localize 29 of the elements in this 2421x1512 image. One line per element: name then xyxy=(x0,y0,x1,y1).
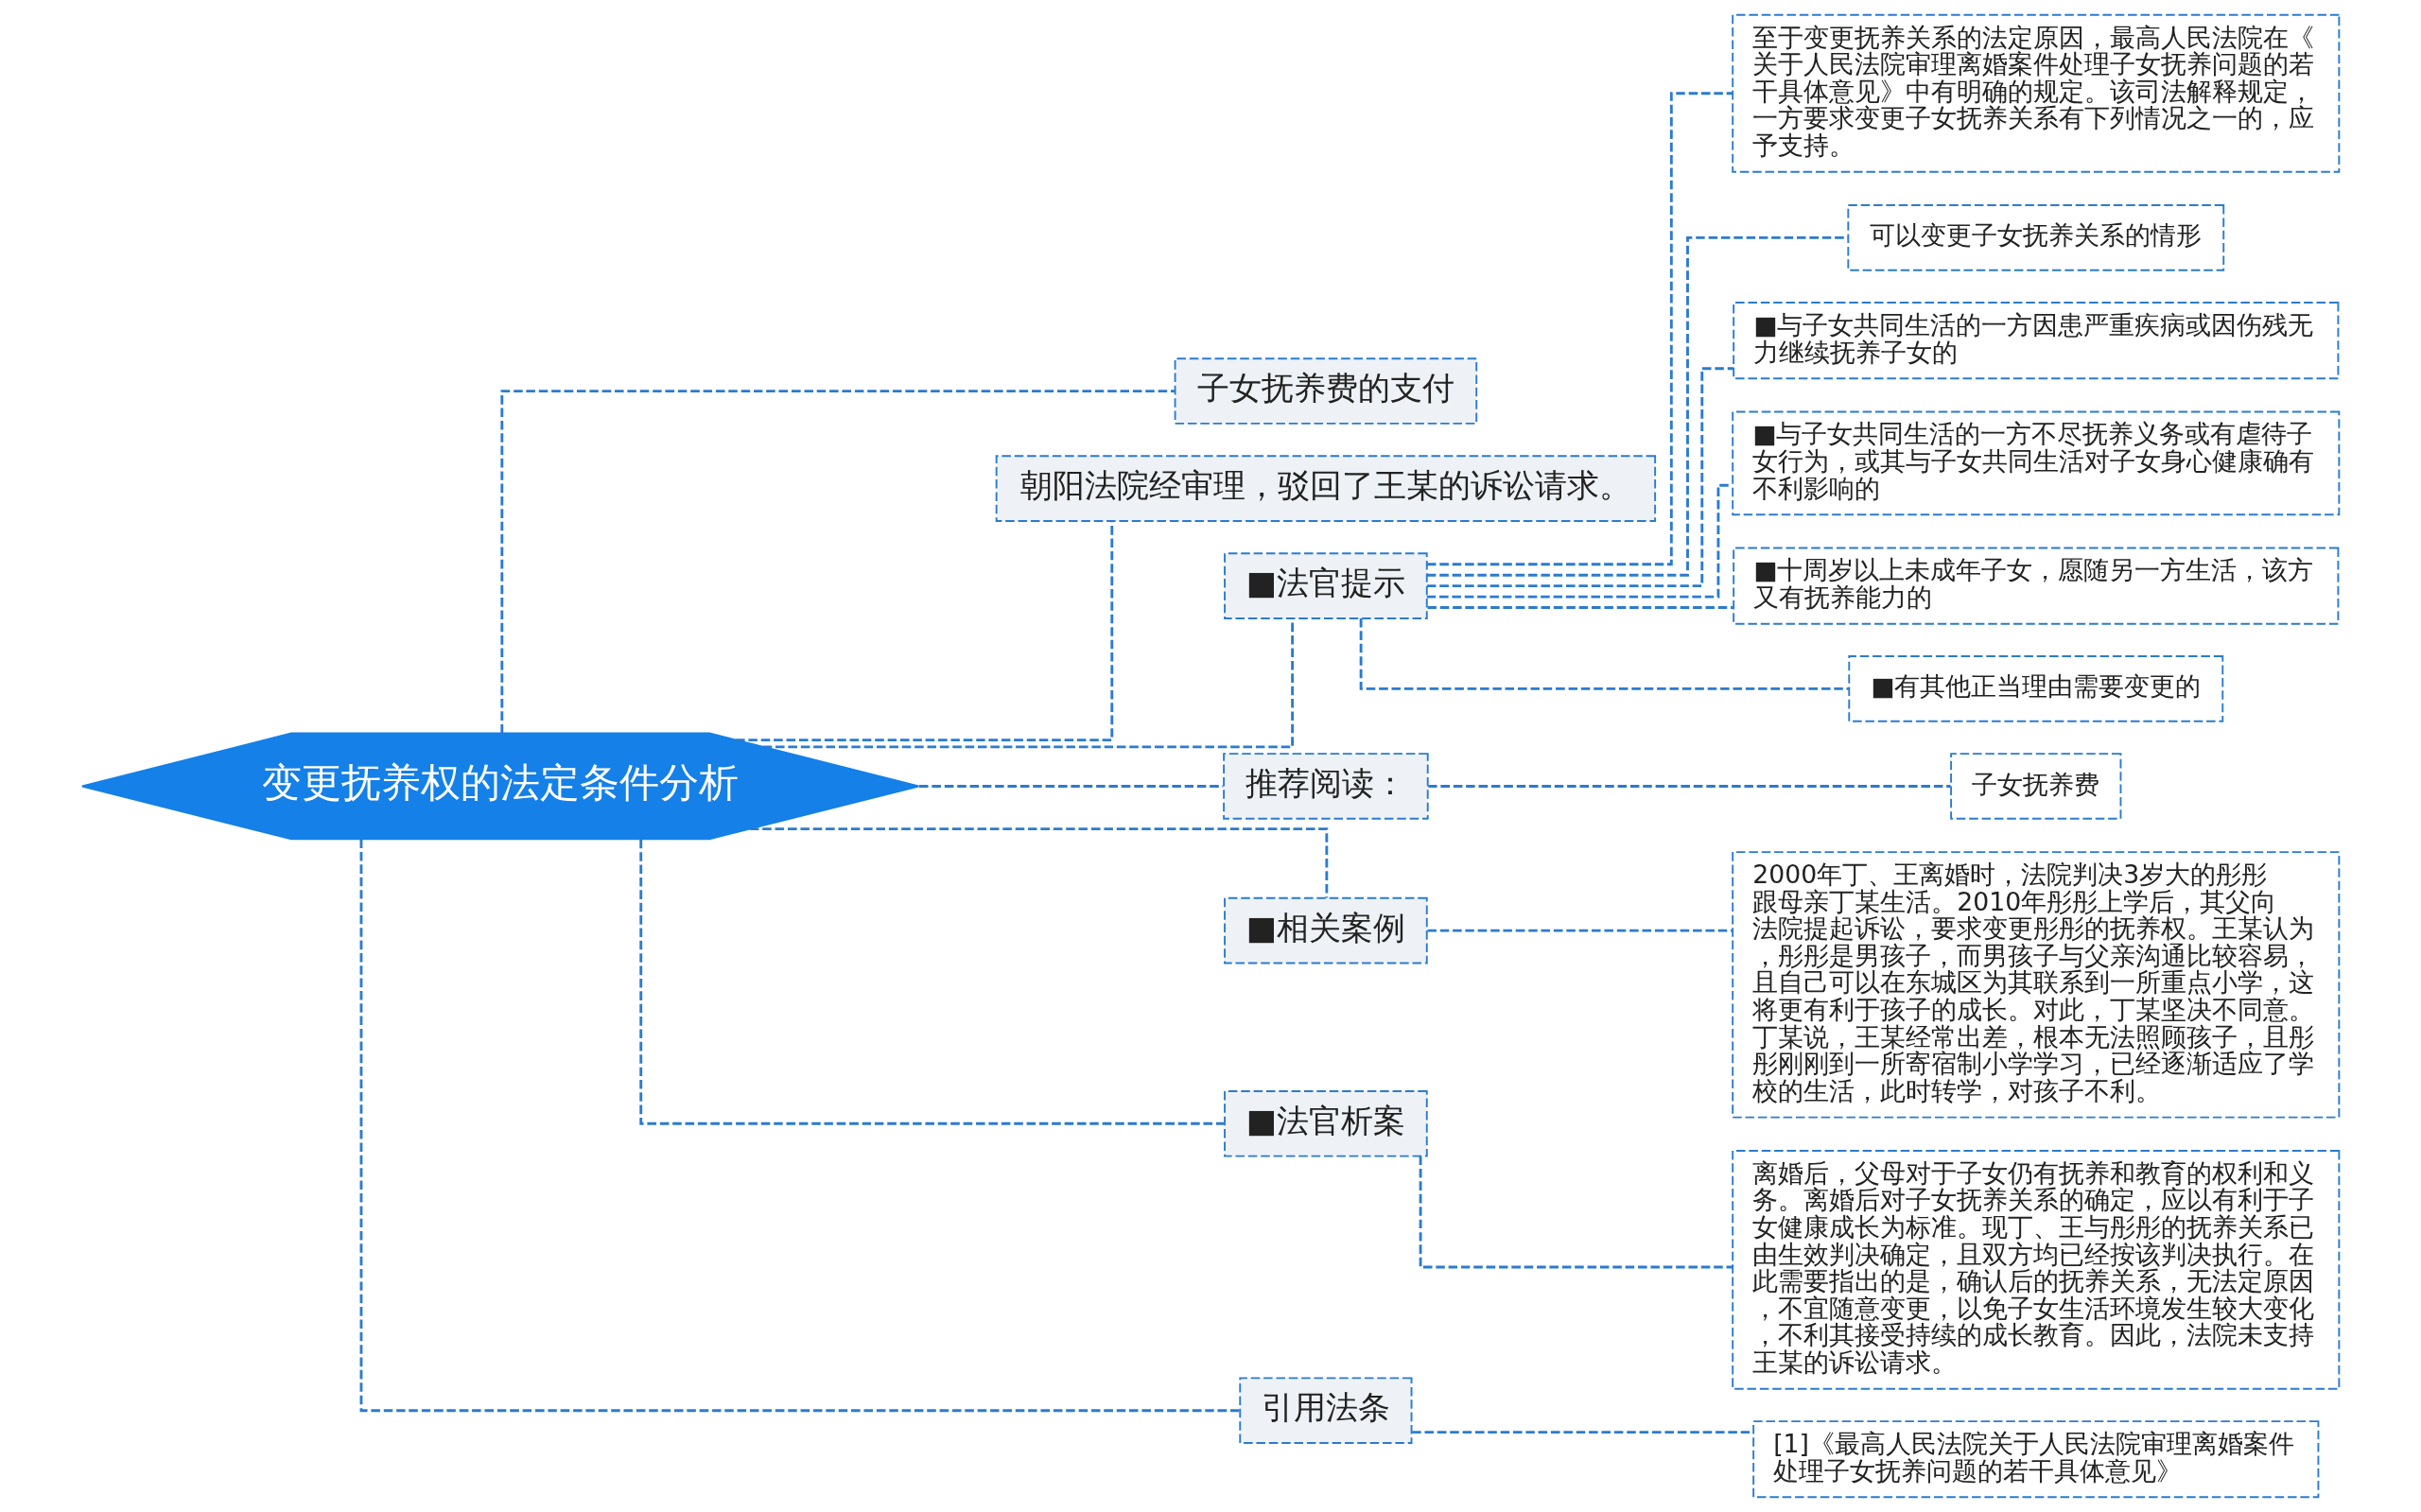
node-box: 可以变更子女抚养关系的情形 xyxy=(1847,204,2225,271)
node-box: ■有其他正当理由需要变更的 xyxy=(1848,655,2224,722)
node-box: [1]《最高人民法院关于人民法院审理离婚案件处理子女抚养问题的若干具体意见》 xyxy=(1752,1420,2320,1499)
node-box: 引用法条 xyxy=(1239,1377,1413,1444)
connector xyxy=(500,390,1176,734)
node-box: 至于变更抚养关系的法定原因，最高人民法院在《关于人民法院审理离婚案件处理子女抚养问题的若干具体意见》中有明确的规定。该司法解释规定，一方要求变更子女抚养关系有下列情况之一的，应予支持。 xyxy=(1732,13,2341,173)
connector xyxy=(750,827,1329,898)
connector xyxy=(1427,606,1733,609)
connector xyxy=(1359,618,1849,690)
node-box: 推荐阅读： xyxy=(1223,753,1429,820)
node-box: ■与子女共同生活的一方因患严重疾病或因伤残无力继续抚养子女的 xyxy=(1733,302,2340,380)
connector xyxy=(736,521,1114,742)
connector xyxy=(1419,1156,1733,1269)
connector xyxy=(359,839,1240,1413)
connector xyxy=(1427,92,1733,566)
node-box: 子女抚养费的支付 xyxy=(1174,357,1478,425)
node-box: ■与子女共同生活的一方不尽抚养义务或有虐待子女行为，或其与子女共同生活对子女身心健康确有不利影响的 xyxy=(1732,410,2341,516)
node-box: 朝阳法院经审理，驳回了王某的诉讼请求。 xyxy=(995,455,1657,522)
node-box: 离婚后，父母对于子女仍有抚养和教育的权利和义务。离婚后对子女抚养关系的确定，应以有利于子女健康成长为标准。现丁、王与彤彤的抚养关系已由生效判决确定，且双方均已经按该判决执行。在此需要指出的是，确认后的抚养关系，无法定原因，不宜随意变更，以免子女生活环境发生较大变化，不利其接受持续的成长教育。因此，法院未支持王某的诉讼请求。 xyxy=(1732,1149,2341,1390)
connector xyxy=(1427,929,1733,932)
node-box: ■十周岁以上未成年子女，愿随另一方生活，该方又有抚养能力的 xyxy=(1733,547,2340,625)
connector xyxy=(639,840,1225,1125)
node-box: ■法官析案 xyxy=(1224,1090,1428,1157)
connector xyxy=(1427,367,1733,588)
node-box: 2000年丁、王离婚时，法院判决3岁大的彤彤跟母亲丁某生活。2010年彤彤上学后，其父向法院提起诉讼，要求变更彤彤的抚养权。王某认为，彤彤是男孩子，而男孩子与父亲沟通比较容易，且自己可以在东城区为其联系到一所重点小学，这将更有利于孩子的成长。对此，丁某坚决不同意。丁某说，王某经常出差，根本无法照顾孩子，且彤彤刚刚到一所寄宿制小学学习，已经逐渐适应了学校的生活，此时转学，对孩子不利。 xyxy=(1732,851,2341,1119)
node-box: ■法官提示 xyxy=(1224,552,1428,619)
node-box: ■相关案例 xyxy=(1224,896,1428,965)
connector xyxy=(1428,785,1951,788)
node-box: 子女抚养费 xyxy=(1950,753,2122,820)
